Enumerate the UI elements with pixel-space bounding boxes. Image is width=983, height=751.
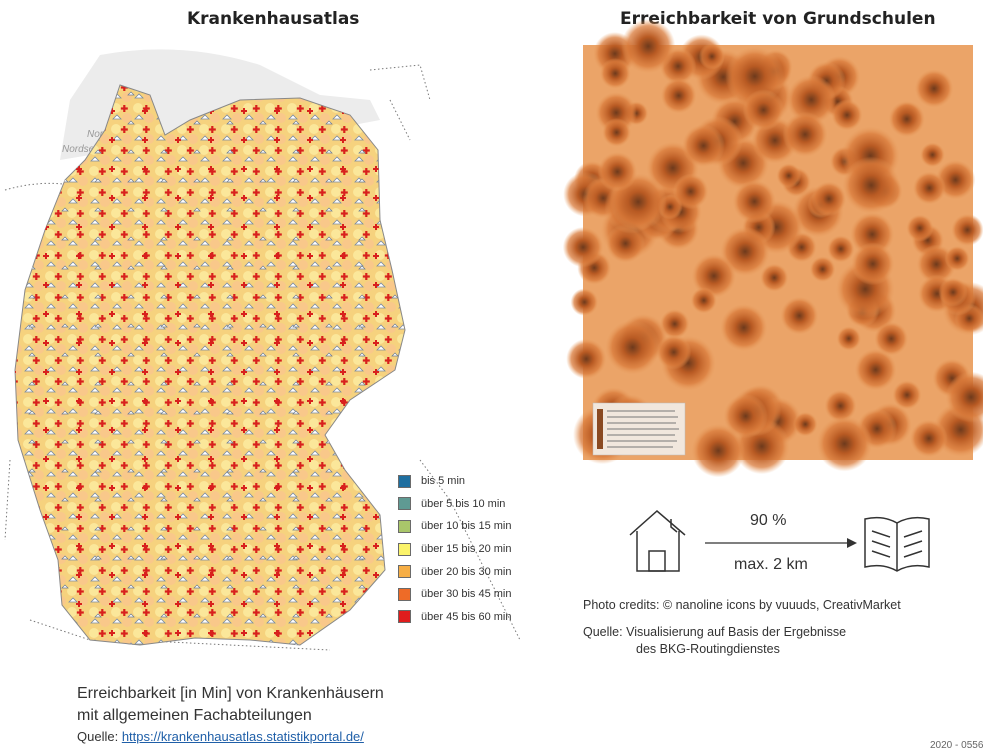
school-heat-spot bbox=[720, 304, 767, 351]
school-heat-spot bbox=[920, 142, 945, 167]
school-heat-spot bbox=[760, 264, 788, 292]
school-heat-spot bbox=[783, 112, 828, 157]
source-right: des BKG-Routingdienstes bbox=[636, 642, 780, 656]
legend-label: über 30 bis 45 min bbox=[421, 588, 512, 600]
school-heat-spot bbox=[602, 118, 631, 147]
legend-label: über 10 bis 15 min bbox=[421, 520, 512, 532]
percent-label: 90 % bbox=[750, 512, 786, 530]
school-heat-spot bbox=[827, 235, 854, 262]
legend-item: über 15 bis 20 min bbox=[398, 538, 512, 561]
legend-swatch bbox=[398, 565, 411, 578]
school-heat-spot bbox=[656, 335, 691, 370]
school-heat-spot bbox=[699, 43, 725, 69]
school-heat-spot bbox=[913, 172, 946, 205]
legend-label: über 15 bis 20 min bbox=[421, 543, 512, 555]
school-heat-spot bbox=[563, 227, 604, 268]
legend-label: über 20 bis 30 min bbox=[421, 566, 512, 578]
school-heat-spot bbox=[605, 320, 660, 375]
house-icon bbox=[630, 511, 685, 571]
left-title: Krankenhausatlas bbox=[187, 9, 359, 29]
map-legend: bis 5 min über 5 bis 10 min über 10 bis … bbox=[398, 470, 512, 628]
school-heat-spot bbox=[692, 424, 745, 477]
school-heat-spot bbox=[682, 124, 725, 167]
school-heat-spot bbox=[831, 99, 862, 130]
legend-label: über 45 bis 60 min bbox=[421, 611, 512, 623]
legend-item: über 45 bis 60 min bbox=[398, 606, 512, 629]
legend-item: über 5 bis 10 min bbox=[398, 493, 512, 516]
right-title: Erreichbarkeit von Grundschulen bbox=[620, 9, 936, 29]
school-heat-spot bbox=[906, 215, 933, 242]
school-heat-spot bbox=[910, 420, 948, 458]
school-heat-spot bbox=[743, 89, 784, 130]
legend-swatch bbox=[398, 497, 411, 510]
school-heat-spot bbox=[661, 78, 697, 114]
source-right: Quelle: Visualisierung auf Basis der Erg… bbox=[583, 625, 846, 639]
legend-label: bis 5 min bbox=[421, 475, 465, 487]
legend-item: über 30 bis 45 min bbox=[398, 583, 512, 606]
legend-swatch bbox=[398, 543, 411, 556]
photo-credits: Photo credits: © nanoline icons by vuuud… bbox=[583, 598, 901, 612]
school-heat-spot bbox=[851, 242, 894, 285]
legend-item: über 20 bis 30 min bbox=[398, 560, 512, 583]
source-prefix: Quelle: bbox=[77, 729, 122, 744]
legend-swatch bbox=[398, 475, 411, 488]
school-heat-spot bbox=[600, 58, 631, 89]
school-heat-spot bbox=[780, 297, 818, 335]
corner-note: 2020 - 0556 bbox=[930, 740, 983, 751]
school-heat-spot bbox=[733, 180, 776, 223]
school-heat-spot bbox=[837, 326, 861, 350]
school-heat-spot bbox=[776, 163, 801, 188]
school-heat-spot bbox=[874, 322, 908, 356]
school-heat-spot bbox=[810, 256, 836, 282]
book-icon bbox=[865, 518, 929, 571]
school-heat-spot bbox=[566, 339, 606, 379]
school-heat-spot bbox=[691, 287, 717, 313]
school-heat-spot bbox=[889, 101, 925, 137]
legend-item: über 10 bis 15 min bbox=[398, 515, 512, 538]
legend-swatch bbox=[398, 520, 411, 533]
school-heat-spot bbox=[951, 214, 983, 246]
source-link[interactable]: https://krankenhausatlas.statistikportal… bbox=[122, 729, 364, 744]
distance-label: max. 2 km bbox=[734, 556, 808, 574]
school-heat-spot bbox=[843, 157, 900, 214]
school-heat-spot bbox=[673, 174, 709, 210]
source-left: Quelle: https://krankenhausatlas.statist… bbox=[77, 729, 364, 744]
school-heat-spot bbox=[793, 412, 818, 437]
school-reachability-map bbox=[583, 45, 973, 460]
school-heat-spot bbox=[939, 278, 968, 307]
arrow-icon bbox=[705, 538, 857, 548]
legend-item: bis 5 min bbox=[398, 470, 512, 493]
school-heat-spot bbox=[621, 19, 675, 73]
legend-label: über 5 bis 10 min bbox=[421, 498, 505, 510]
school-heat-spot bbox=[817, 416, 872, 471]
legend-swatch bbox=[398, 610, 411, 623]
school-heat-spot bbox=[812, 181, 847, 216]
legend-swatch bbox=[398, 588, 411, 601]
school-heat-spot bbox=[915, 69, 954, 108]
map-caption: Erreichbarkeit [in Min] von Krankenhäuse… bbox=[77, 683, 384, 705]
school-heat-spot bbox=[598, 152, 638, 192]
school-heat-spot bbox=[945, 246, 970, 271]
map-caption: mit allgemeinen Fachabteilungen bbox=[77, 705, 312, 727]
school-heat-spot bbox=[571, 288, 599, 316]
